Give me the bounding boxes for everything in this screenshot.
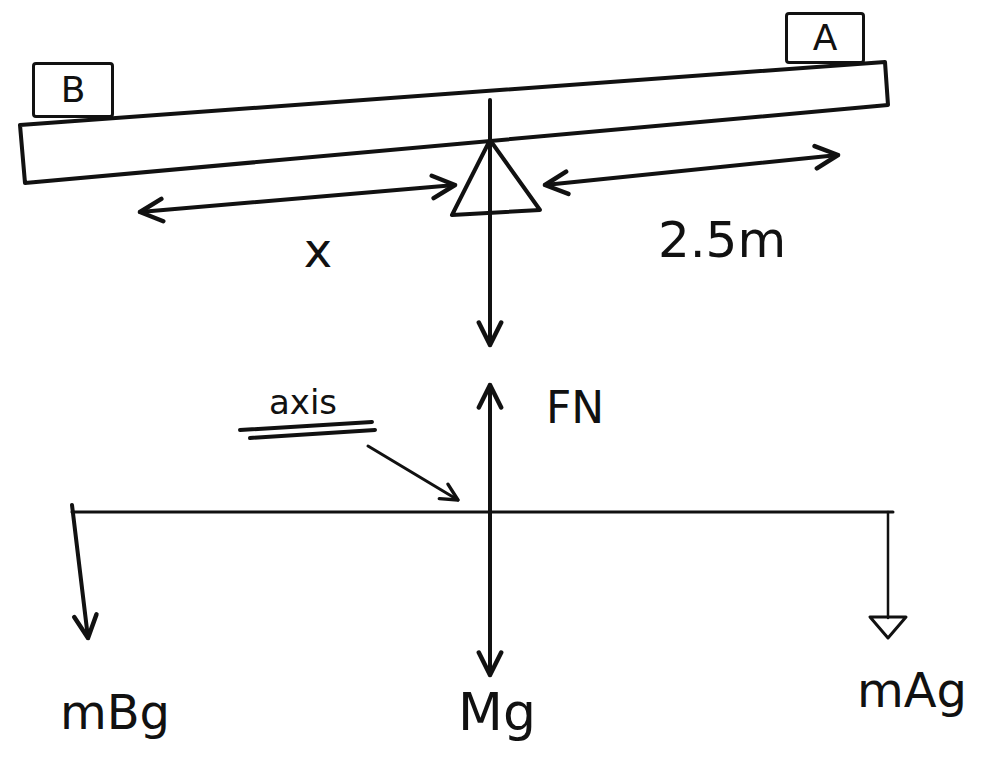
box-letter: A — [813, 20, 838, 56]
force-label: FN — [546, 386, 604, 430]
dimension-arrow — [140, 185, 455, 212]
beam-weight-arrow — [488, 512, 492, 675]
weight-a-head — [870, 617, 906, 638]
weight-a-line — [887, 512, 890, 618]
axis-underline — [240, 422, 372, 430]
dimension-arrow — [545, 155, 838, 185]
force-label: mBg — [60, 688, 170, 736]
axis-label: axis — [269, 385, 337, 419]
mass-box: A — [785, 12, 865, 64]
distance-label: x — [304, 226, 332, 274]
free-body-beam — [72, 511, 893, 514]
pivot-force-line — [488, 100, 492, 345]
mass-box: B — [32, 62, 114, 118]
box-letter: B — [61, 72, 86, 108]
force-label: mAg — [857, 666, 967, 714]
normal-force-arrow — [488, 385, 492, 520]
axis-underline — [250, 430, 375, 438]
weight-b-arrow — [72, 505, 88, 638]
distance-label: 2.5m — [658, 215, 786, 265]
pivot-triangle — [452, 140, 540, 215]
axis-leader — [368, 446, 458, 500]
force-label: Mg — [458, 686, 536, 738]
